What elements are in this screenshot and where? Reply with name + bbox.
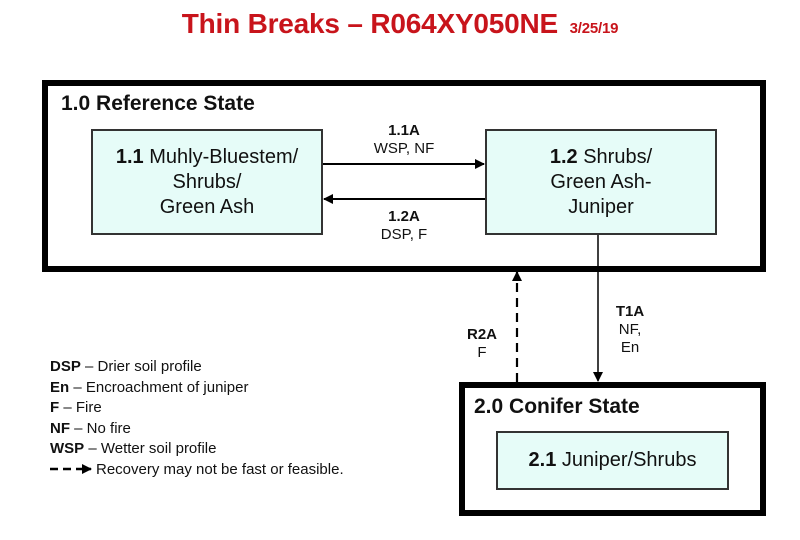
phase-label-line: Muhly-Bluestem/ — [149, 145, 299, 168]
legend-desc: – No fire — [74, 419, 131, 437]
transition-label-R2A: R2A F — [460, 326, 504, 362]
legend-abbr: En — [50, 378, 70, 396]
legend-desc: – Drier soil profile — [85, 358, 202, 375]
phase-label-line: Green Ash- — [550, 170, 652, 193]
legend-abbr: F — [50, 399, 60, 416]
legend-item: F – Fire — [50, 398, 344, 419]
transition-label-1-1A: 1.1A WSP, NF — [354, 122, 454, 158]
legend-desc: – Wetter soil profile — [88, 440, 217, 457]
legend-item: En – Encroachment of juniper — [50, 378, 344, 399]
legend-item: DSP – Drier soil profile — [50, 357, 344, 378]
phase-label-line: Juniper — [568, 195, 634, 218]
phase-code: 1.2 — [549, 145, 578, 168]
transition-code: 1.1A — [388, 122, 420, 139]
transition-label-T1A: T1A NF, En — [610, 303, 650, 357]
transition-drivers: WSP, NF — [373, 140, 435, 157]
phase-label-line: Green Ash — [159, 195, 255, 218]
phase-label-line: Shrubs/ — [583, 145, 653, 168]
phase-label-line: Shrubs/ — [172, 170, 242, 193]
transition-code: T1A — [615, 303, 645, 320]
transition-label-1-2A: 1.2A DSP, F — [354, 208, 454, 244]
phase-label-line: Juniper/Shrubs — [561, 449, 697, 471]
legend-abbr: WSP — [50, 440, 85, 457]
phase-box-1-1: 1.1 Muhly-Bluestem/ Shrubs/ Green Ash — [91, 129, 323, 235]
legend-item: WSP – Wetter soil profile — [50, 439, 344, 460]
title-text: Thin Breaks – R064XY050NE — [181, 8, 559, 39]
legend-desc: Recovery may not be fast or feasible. — [96, 460, 344, 478]
transition-drivers: DSP, F — [380, 226, 428, 243]
phase-code: 1.1 — [115, 145, 144, 168]
legend-item: NF – No fire — [50, 419, 344, 440]
title-date: 3/25/19 — [569, 20, 619, 37]
state-title-conifer: 2.0 Conifer State — [474, 395, 640, 418]
transition-code: R2A — [466, 326, 497, 343]
state-title-reference: 1.0 Reference State — [61, 92, 255, 115]
legend-item-dashed: Recovery may not be fast or feasible. — [50, 460, 344, 481]
phase-box-2-1: 2.1 Juniper/Shrubs — [496, 431, 729, 490]
legend-desc: – Fire — [63, 399, 102, 416]
legend-abbr: NF — [50, 419, 70, 437]
diagram-title: Thin Breaks – R064XY050NE 3/25/19 — [0, 8, 800, 40]
phase-code: 2.1 — [528, 449, 557, 471]
phase-box-1-2: 1.2 Shrubs/ Green Ash- Juniper — [485, 129, 717, 235]
transition-drivers: En — [620, 339, 640, 356]
legend-abbr: DSP — [50, 358, 81, 375]
transition-drivers: F — [477, 344, 487, 361]
transition-code: 1.2A — [388, 208, 420, 225]
legend: DSP – Drier soil profile En – Encroachme… — [50, 357, 344, 480]
transition-drivers: NF, — [618, 321, 642, 338]
legend-desc: – Encroachment of juniper — [73, 378, 249, 396]
